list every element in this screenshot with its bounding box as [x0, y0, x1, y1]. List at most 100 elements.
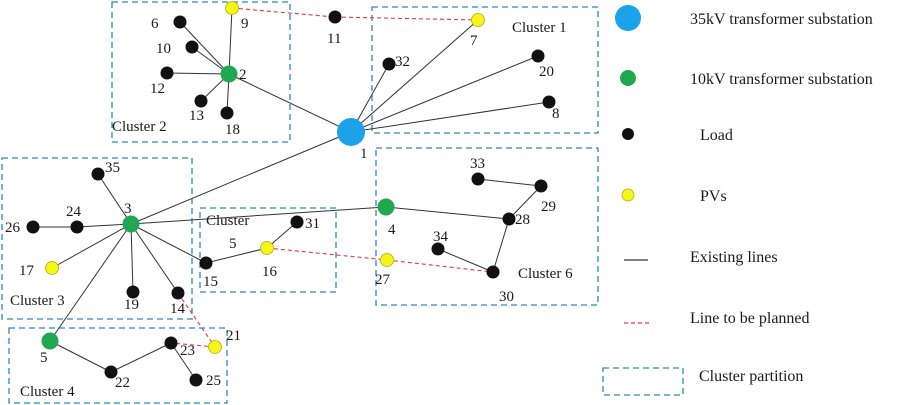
- node-label-7: 7: [470, 33, 478, 49]
- node-label-31: 31: [305, 216, 320, 232]
- node-34-load: [431, 242, 445, 256]
- existing-line-28-29: [508, 185, 542, 220]
- existing-line-2-12: [166, 72, 230, 75]
- node-label-11: 11: [327, 31, 341, 47]
- node-label-12: 12: [150, 81, 165, 97]
- legend-load-symbol: [622, 128, 634, 140]
- existing-line-3-14: [130, 223, 179, 294]
- node-11-load: [328, 10, 342, 24]
- node-label-4: 4: [388, 222, 396, 238]
- cluster-box-2: [111, 1, 291, 143]
- node-label-19: 19: [124, 297, 139, 313]
- node-6-load: [173, 15, 187, 29]
- existing-line-1-8: [350, 101, 550, 133]
- existing-line-3-5: [49, 223, 132, 342]
- node-label-16: 16: [262, 264, 278, 280]
- node-20-load: [531, 49, 545, 63]
- planned-line-27-30: [386, 259, 494, 273]
- node-label-28: 28: [515, 212, 530, 228]
- node-label-15: 15: [203, 274, 218, 290]
- node-2-substation10: [220, 65, 238, 83]
- node-23-load: [164, 336, 178, 350]
- node-label-27: 27: [375, 272, 391, 288]
- node-9-pv: [225, 1, 239, 15]
- node-label-10: 10: [156, 41, 171, 57]
- node-label-21: 21: [226, 328, 241, 344]
- planned-line-14-21: [177, 292, 216, 348]
- node-label-3: 3: [124, 201, 132, 217]
- node-3-substation10: [122, 215, 140, 233]
- node-label-13: 13: [189, 108, 204, 124]
- existing-line-3-35: [97, 173, 132, 225]
- node-label-25: 25: [206, 373, 221, 389]
- existing-line-1-7: [350, 19, 479, 133]
- node-label-20: 20: [539, 64, 554, 80]
- existing-line-4-28: [385, 206, 510, 220]
- node-13-load: [194, 94, 208, 108]
- cluster-box-4: [8, 327, 228, 404]
- existing-line-3-19: [130, 223, 134, 293]
- node-label-32: 32: [395, 54, 410, 70]
- existing-line-15-16: [205, 247, 268, 264]
- existing-line-3-24: [76, 223, 132, 228]
- node-28-load: [502, 212, 516, 226]
- legend-label-pv: PVs: [700, 188, 727, 205]
- node-label-34: 34: [433, 229, 449, 245]
- existing-line-1-2: [228, 73, 352, 133]
- existing-line-5-22: [49, 340, 112, 373]
- existing-line-2-9: [228, 7, 233, 75]
- existing-line-2-6: [179, 21, 230, 75]
- node-15-load: [199, 256, 213, 270]
- legend-label-load: Load: [700, 127, 733, 144]
- existing-line-29-33: [477, 178, 542, 187]
- existing-line-3-17: [51, 223, 132, 269]
- node-16-pv: [260, 241, 274, 255]
- node-label-35: 35: [105, 160, 120, 176]
- node-12-load: [160, 66, 174, 80]
- node-33-load: [471, 172, 485, 186]
- node-10-load: [185, 40, 199, 54]
- cluster-label-3: Cluster 3: [10, 293, 65, 309]
- node-label-5: 5: [40, 350, 48, 366]
- node-19-load: [126, 285, 140, 299]
- legend-label-cluster-partition: Cluster partition: [699, 368, 803, 385]
- node-35-load: [91, 167, 105, 181]
- node-label-18: 18: [225, 122, 240, 138]
- planned-line-16-27: [266, 247, 388, 261]
- node-label-17: 17: [19, 263, 35, 279]
- node-label-33: 33: [470, 156, 485, 172]
- node-label-24: 24: [66, 204, 82, 220]
- node-label-8: 8: [552, 106, 560, 122]
- cluster-label-4: Cluster 4: [20, 384, 75, 400]
- legend-substation35-symbol: [615, 5, 641, 31]
- cluster-label-5: Cluster: [206, 213, 249, 229]
- cluster-label-6: Cluster 6: [518, 266, 573, 282]
- node-26-load: [26, 220, 40, 234]
- node-24-load: [70, 220, 84, 234]
- existing-line-1-3: [130, 131, 352, 225]
- node-7-pv: [471, 13, 485, 27]
- node-label-6: 6: [151, 16, 159, 32]
- node-label-14: 14: [170, 301, 186, 317]
- node-25-load: [189, 373, 203, 387]
- node-label-1: 1: [360, 146, 368, 162]
- node-label-22: 22: [115, 375, 130, 391]
- node-5-substation10: [41, 332, 59, 350]
- existing-line-3-15: [130, 223, 207, 264]
- node-8-load: [542, 95, 556, 109]
- node-label-29: 29: [541, 199, 556, 215]
- legend-label-line-to-be-planned: Line to be planned: [690, 310, 810, 327]
- node-27-pv: [380, 253, 394, 267]
- cluster-box-3: [1, 157, 193, 320]
- existing-line-22-23: [110, 342, 172, 373]
- node-label-26: 26: [5, 220, 21, 236]
- node-21-pv: [208, 340, 222, 354]
- node-1-substation35: [337, 118, 365, 146]
- cluster-box-6: [375, 147, 599, 306]
- existing-line-1-20: [350, 55, 539, 133]
- planned-line-11-7: [334, 16, 479, 21]
- legend-pv-symbol: [621, 188, 635, 202]
- node-22-load: [104, 365, 118, 379]
